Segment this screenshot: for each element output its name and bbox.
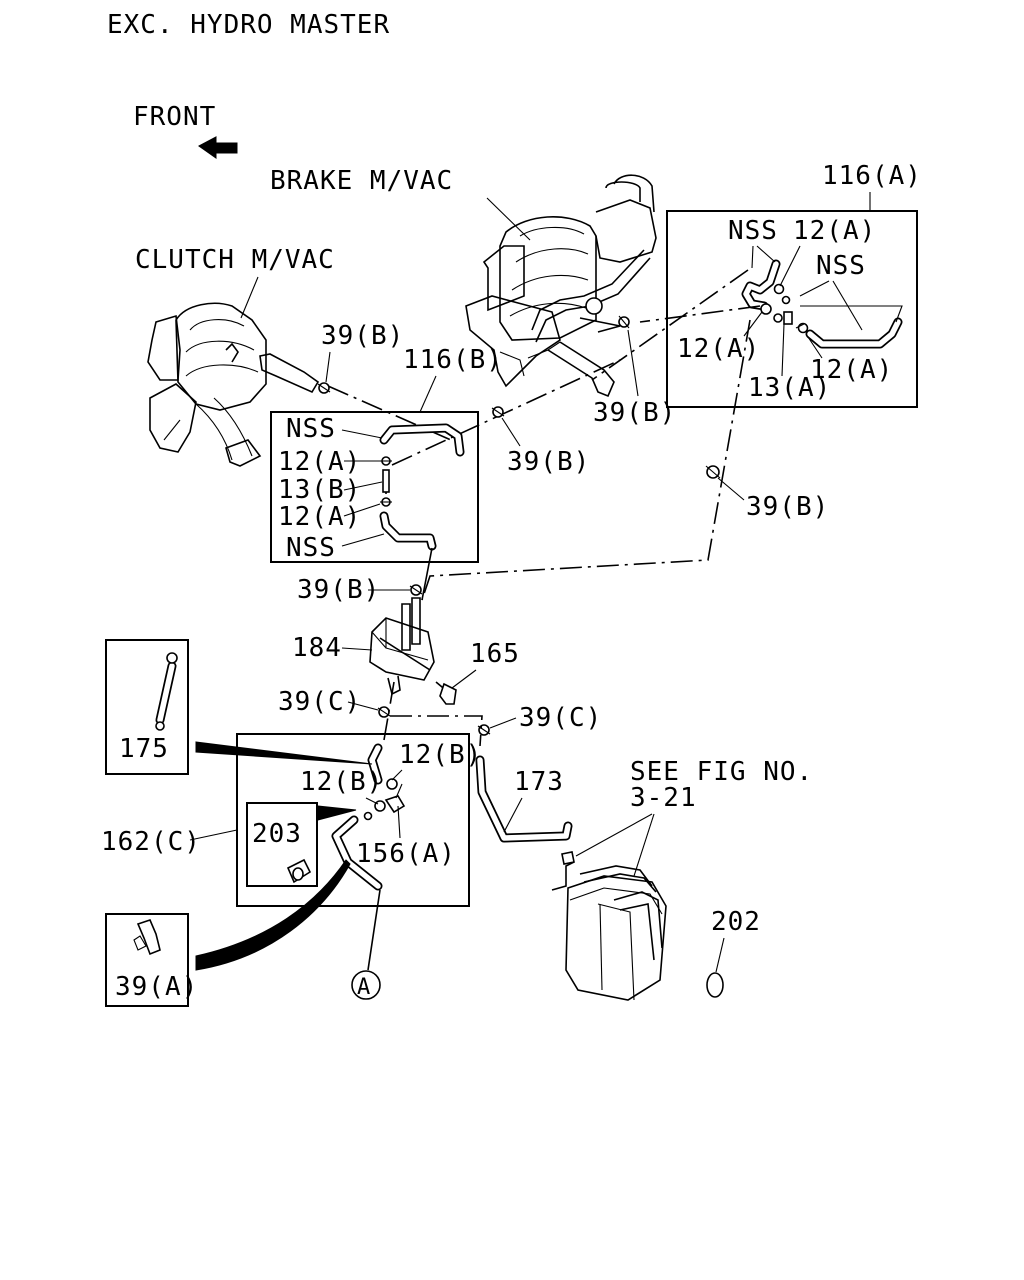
clutch-assembly-label: CLUTCH M/VAC: [135, 245, 335, 275]
part-39a-clip: [133, 919, 161, 956]
callout-175: 175: [119, 734, 169, 764]
clip-39b-brake: [618, 315, 630, 329]
box-175: [105, 639, 189, 775]
callout-39a: 39(A): [115, 972, 198, 1002]
callout-13a: 13(A): [748, 373, 831, 403]
callout-173: 173: [514, 767, 564, 797]
callout-nss-a2: NSS: [816, 251, 866, 281]
callout-12a-b1: 12(A): [278, 447, 361, 477]
pointer-39a: [195, 859, 351, 971]
callout-nss-b1: NSS: [286, 414, 336, 444]
brake-master-vac-drawing: [465, 174, 657, 398]
callout-39b-5: 39(B): [297, 575, 380, 605]
part-175-hose: [155, 652, 178, 731]
diagram-title: EXC. HYDRO MASTER: [107, 10, 390, 40]
callout-13b: 13(B): [278, 475, 361, 505]
connector-a-label: A: [357, 975, 371, 1000]
callout-12a-a3: 12(A): [810, 355, 893, 385]
box-39a: [105, 913, 189, 1007]
front-label: FRONT: [133, 102, 216, 132]
clip-39c-right: [477, 724, 491, 736]
box-203: [246, 802, 318, 887]
hose-group-116b: [379, 423, 465, 551]
box-162c: [236, 733, 470, 907]
callout-203: 203: [252, 819, 302, 849]
part-203-cap: [286, 858, 312, 884]
callout-39b-2: 39(B): [321, 321, 404, 351]
clutch-master-vac-drawing: [147, 302, 320, 467]
callout-39b-3: 39(B): [507, 447, 590, 477]
clip-39b-clutch: [317, 382, 331, 394]
callout-39b-4: 39(B): [746, 492, 829, 522]
callout-12a-a2: 12(A): [677, 334, 760, 364]
callout-39b-1: 39(B): [593, 398, 676, 428]
callout-156a: 156(A): [356, 839, 456, 869]
part-202-oring: [706, 972, 724, 998]
callout-12a-a1: 12(A): [793, 216, 876, 246]
front-arrow-icon: [198, 136, 238, 159]
callout-116a: 116(A): [822, 161, 922, 191]
callout-184: 184: [292, 633, 342, 663]
callout-nss-a1: NSS: [728, 216, 778, 246]
clip-39b-middle: [491, 406, 505, 418]
callout-39c-2: 39(C): [519, 703, 602, 733]
callout-12b-1: 12(B): [399, 740, 482, 770]
brake-assembly-label: BRAKE M/VAC: [270, 166, 453, 196]
see-fig-line2: 3-21: [630, 783, 697, 813]
clip-39b-lower: [409, 584, 423, 596]
callout-12a-b2: 12(A): [278, 502, 361, 532]
pointer-175: [195, 741, 373, 765]
canister-drawing: [551, 851, 667, 1001]
callout-nss-b2: NSS: [286, 533, 336, 563]
callout-165: 165: [470, 639, 520, 669]
hose-group-162c: [331, 743, 406, 891]
callout-162c: 162(C): [101, 827, 201, 857]
box-116a: [666, 210, 918, 408]
see-fig-line1: SEE FIG NO.: [630, 757, 813, 787]
callout-116b: 116(B): [403, 345, 503, 375]
part-173-hose: [475, 755, 573, 843]
connector-a-ring: [351, 970, 381, 1000]
hose-group-116a: [741, 259, 903, 349]
callout-39c-1: 39(C): [278, 687, 361, 717]
callout-12b-2: 12(B): [300, 767, 383, 797]
pointer-203: [317, 805, 357, 821]
part-165-bolt: [435, 681, 457, 705]
part-184-valve: [369, 597, 435, 696]
callout-202: 202: [711, 907, 761, 937]
clip-39b-right: [705, 465, 721, 479]
